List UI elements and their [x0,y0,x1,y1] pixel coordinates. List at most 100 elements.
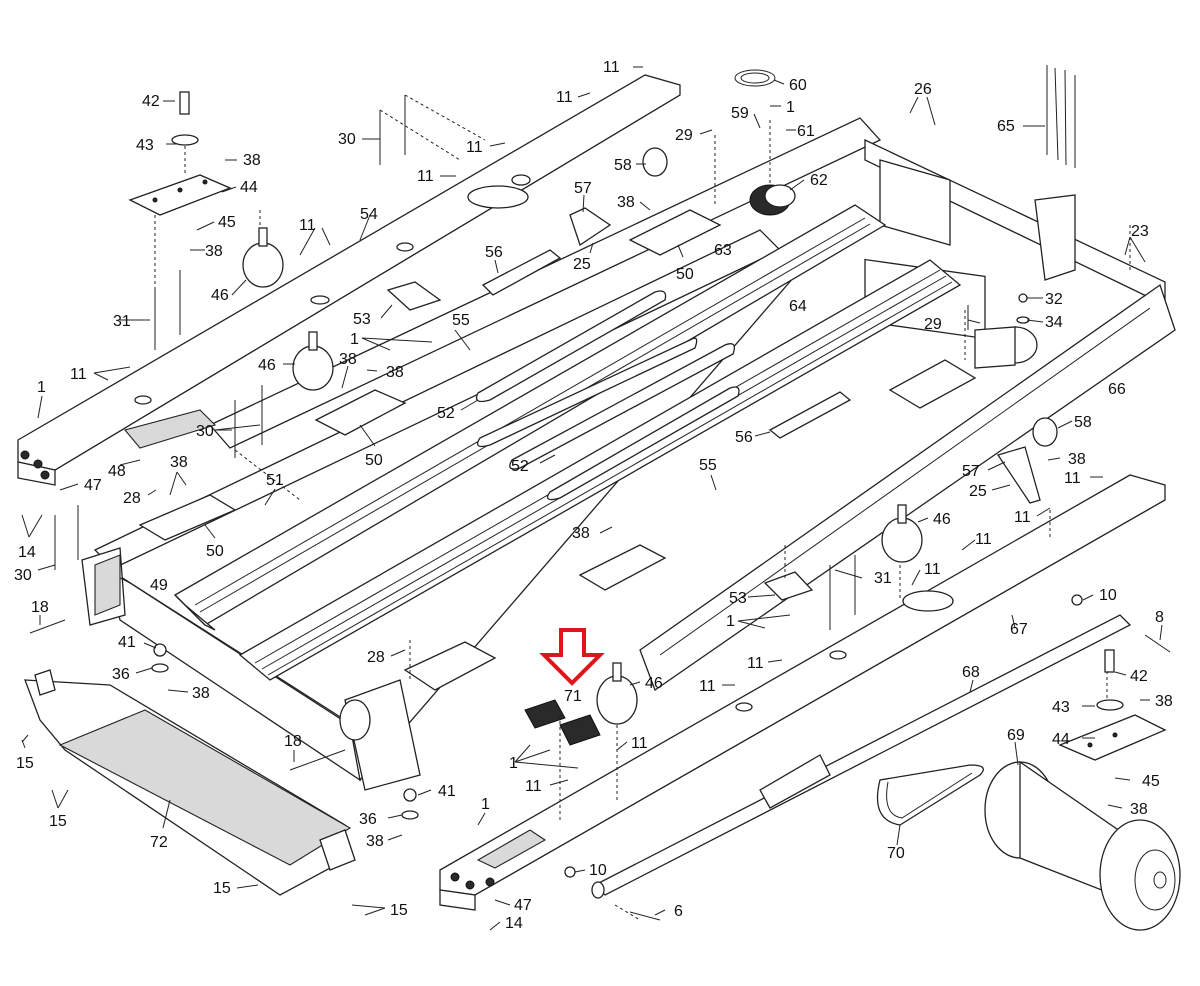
callout-26: 26 [914,81,932,98]
right-rail-67 [439,474,1166,911]
callout-1: 1 [726,613,735,630]
callout-57: 57 [962,463,980,480]
callout-58: 58 [614,157,632,174]
callout-11: 11 [466,139,483,156]
plate-50-c [628,209,722,256]
callout-56: 56 [485,244,503,261]
callout-42: 42 [1130,668,1148,685]
bolts-30-31 [54,95,856,630]
callout-11: 11 [70,366,87,383]
callout-36: 36 [359,811,377,828]
callout-72: 72 [150,834,168,851]
callout-55: 55 [452,312,470,329]
callout-11: 11 [417,168,434,185]
callout-50: 50 [676,266,694,283]
plate-50-b [138,494,237,541]
highlight-arrow [539,628,605,686]
callout-31: 31 [113,313,131,330]
callout-10: 10 [1099,587,1117,604]
motor-69 [984,760,1181,931]
callout-66: 66 [1108,381,1126,398]
callout-46: 46 [258,357,276,374]
callout-11: 11 [603,59,620,76]
callout-11: 11 [299,217,316,234]
callout-46: 46 [211,287,229,304]
callout-11: 11 [924,561,941,578]
foot-58-a [642,147,668,177]
callout-38: 38 [366,833,384,850]
plate-front [403,641,497,691]
plate-50-a [314,389,407,436]
part-71-cushions [524,699,601,746]
front-roller-49 [81,547,126,626]
callout-62: 62 [810,172,828,189]
callout-25: 25 [573,256,591,273]
callout-11: 11 [525,778,542,795]
callout-49: 49 [150,577,168,594]
rear-roller-62 [749,184,796,216]
callout-44: 44 [240,179,258,196]
plate-44-right [1058,714,1167,761]
callout-69: 69 [1007,727,1025,744]
callout-38: 38 [192,685,210,702]
plate-44-left [128,174,232,216]
callout-38: 38 [1155,693,1173,710]
callout-51: 51 [266,472,284,489]
long-bolts-65 [1046,65,1076,168]
callout-11: 11 [556,89,573,106]
callout-15: 15 [390,902,408,919]
callout-41: 41 [118,634,136,651]
callout-50: 50 [206,543,224,560]
callout-59: 59 [731,105,749,122]
leader-lines [21,66,1163,931]
callout-28: 28 [123,490,141,507]
callout-36: 36 [112,666,130,683]
brackets-57 [569,207,1041,504]
callout-52: 52 [511,458,529,475]
callout-38: 38 [1130,801,1148,818]
callout-29: 29 [924,316,942,333]
callout-1: 1 [37,379,46,396]
callout-45: 45 [1142,773,1160,790]
callout-70: 70 [887,845,905,862]
callout-61: 61 [797,123,815,140]
callout-38: 38 [339,351,357,368]
callout-30: 30 [338,131,356,148]
callout-67: 67 [1010,621,1028,638]
callout-38: 38 [170,454,188,471]
brackets-53 [386,281,814,601]
callout-18: 18 [284,733,302,750]
callout-63: 63 [714,242,732,259]
callout-11: 11 [975,531,992,548]
isolator-46-c [881,504,923,563]
callout-14: 14 [505,915,523,932]
callout-15: 15 [16,755,34,772]
callout-68: 68 [962,664,980,681]
callout-1: 1 [350,331,359,348]
callout-60: 60 [789,77,807,94]
callout-48: 48 [108,463,126,480]
callout-47: 47 [84,477,102,494]
callout-11: 11 [699,678,716,695]
callout-28: 28 [367,649,385,666]
callout-43: 43 [1052,699,1070,716]
callout-11: 11 [631,735,648,752]
callout-1: 1 [481,796,490,813]
callout-6: 6 [674,903,683,920]
belt-guides-52 [475,290,740,501]
callout-32: 32 [1045,291,1063,308]
callout-58: 58 [1074,414,1092,431]
callout-38: 38 [572,525,590,542]
callout-10: 10 [589,862,607,879]
callout-31: 31 [874,570,892,587]
callout-11: 11 [747,655,764,672]
callout-38: 38 [386,364,404,381]
callout-50: 50 [365,452,383,469]
foot-58-b [1032,417,1058,447]
drive-belt-70 [876,764,984,826]
callout-64: 64 [789,298,807,315]
left-rail-54 [17,74,681,486]
callout-46: 46 [645,675,663,692]
callout-34: 34 [1045,314,1063,331]
